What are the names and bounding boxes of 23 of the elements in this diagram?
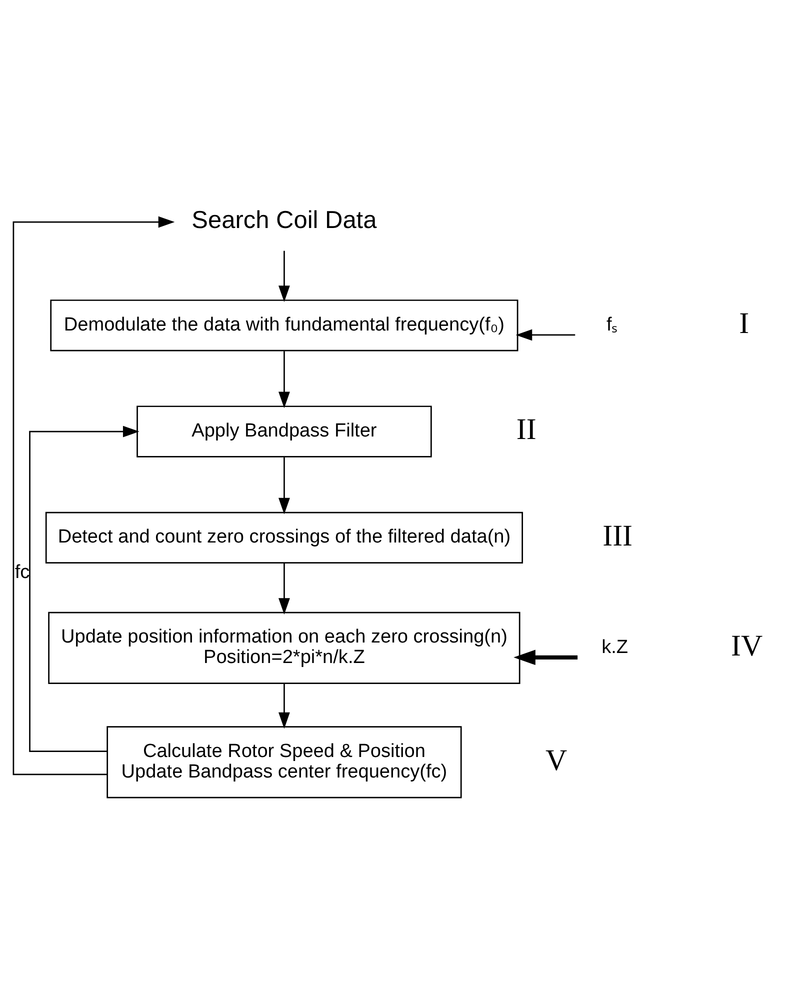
arrow [278,456,290,514]
node-text: k.Z [602,636,628,658]
label: IV [731,629,763,662]
node-box: Demodulate the data with fundamental frequency(f₀) [50,299,518,351]
arrow [12,216,175,775]
node-text: Search Coil Data [192,206,377,234]
arrow [514,649,578,665]
label: I [739,306,750,340]
label: V [546,743,568,776]
node-box: Detect and count zero crossings of the filtered data(n) [45,511,523,564]
label: II [516,412,536,446]
node-box: Apply Bandpass Filter [136,405,432,457]
node-box: Update position information on each zero crossing(n) Position=2*pi*n/k.Z [48,611,520,684]
arrow [278,350,290,408]
node-text: fₛ [606,314,618,335]
arrow [278,562,290,614]
edge-label: fc [14,562,30,583]
arrow [29,425,140,752]
label: III [602,518,633,552]
arrow [278,250,290,302]
arrow [516,328,576,340]
arrow [278,682,290,728]
node-box: Calculate Rotor Speed & Position Update Bandpass center frequency(fc) [106,726,462,798]
